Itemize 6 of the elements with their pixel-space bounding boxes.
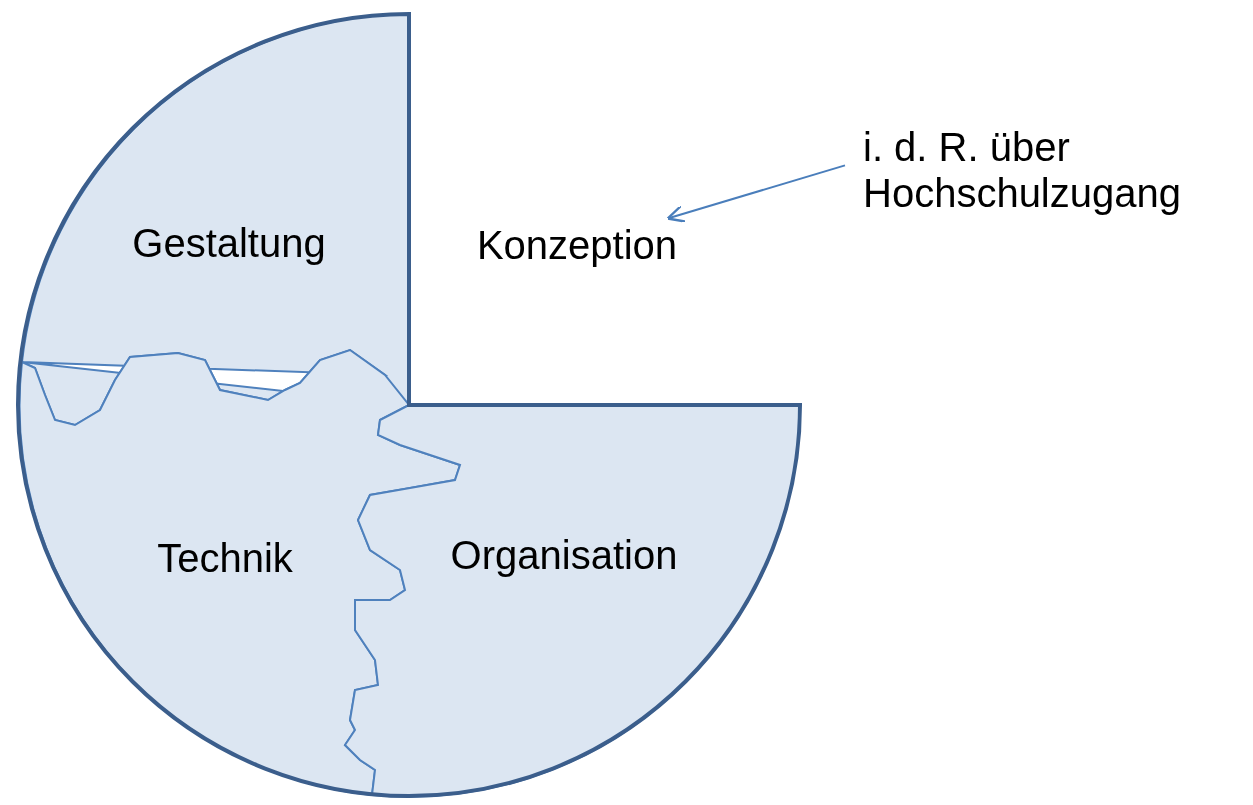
segment-label: Organisation	[450, 532, 678, 578]
segment-label: Gestaltung	[132, 220, 326, 266]
annotation-text: i. d. R. über Hochschulzugang	[863, 124, 1182, 216]
segment-label: Technik	[157, 535, 293, 581]
label-text: Konzeption	[476, 222, 678, 268]
arrow	[666, 164, 846, 223]
